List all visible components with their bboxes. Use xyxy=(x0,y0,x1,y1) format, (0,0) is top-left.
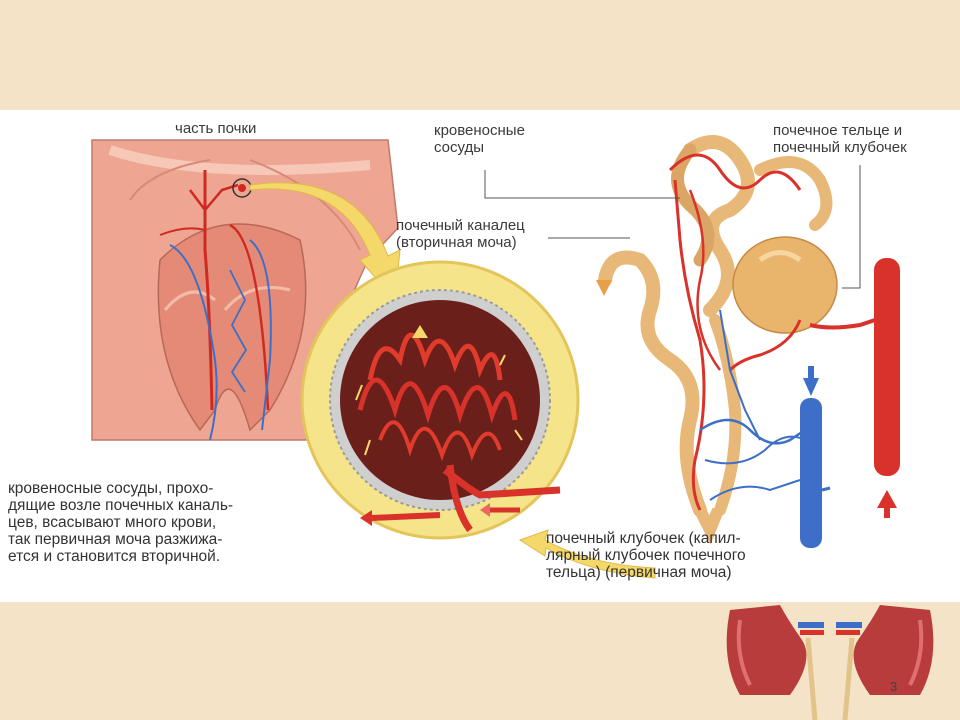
glomerulus-arrow xyxy=(518,529,656,579)
magnified-glomerulus xyxy=(300,260,580,540)
caption-blood-vessels: кровеносные сосуды, прохо- дящие возле п… xyxy=(8,480,234,565)
label-blood-vessels: кровеносные сосуды xyxy=(434,122,525,156)
caption-glomerulus: почечный клубочек (капил- лярный клубоче… xyxy=(546,530,746,581)
page-number: 3 xyxy=(890,679,898,694)
nephron-illustration xyxy=(91,135,900,579)
label-renal-tubule: почечный каналец (вторичная моча) xyxy=(396,217,525,251)
kidneys-decoration xyxy=(726,605,934,720)
label-renal-corpuscle: почечное тельце и почечный клубочек xyxy=(773,122,907,156)
diagram-figure: часть почки кровеносные сосуды почечное … xyxy=(0,110,960,602)
nephron-detail xyxy=(596,135,900,548)
leader-lines xyxy=(484,165,861,289)
label-kidney-part: часть почки xyxy=(175,120,257,137)
